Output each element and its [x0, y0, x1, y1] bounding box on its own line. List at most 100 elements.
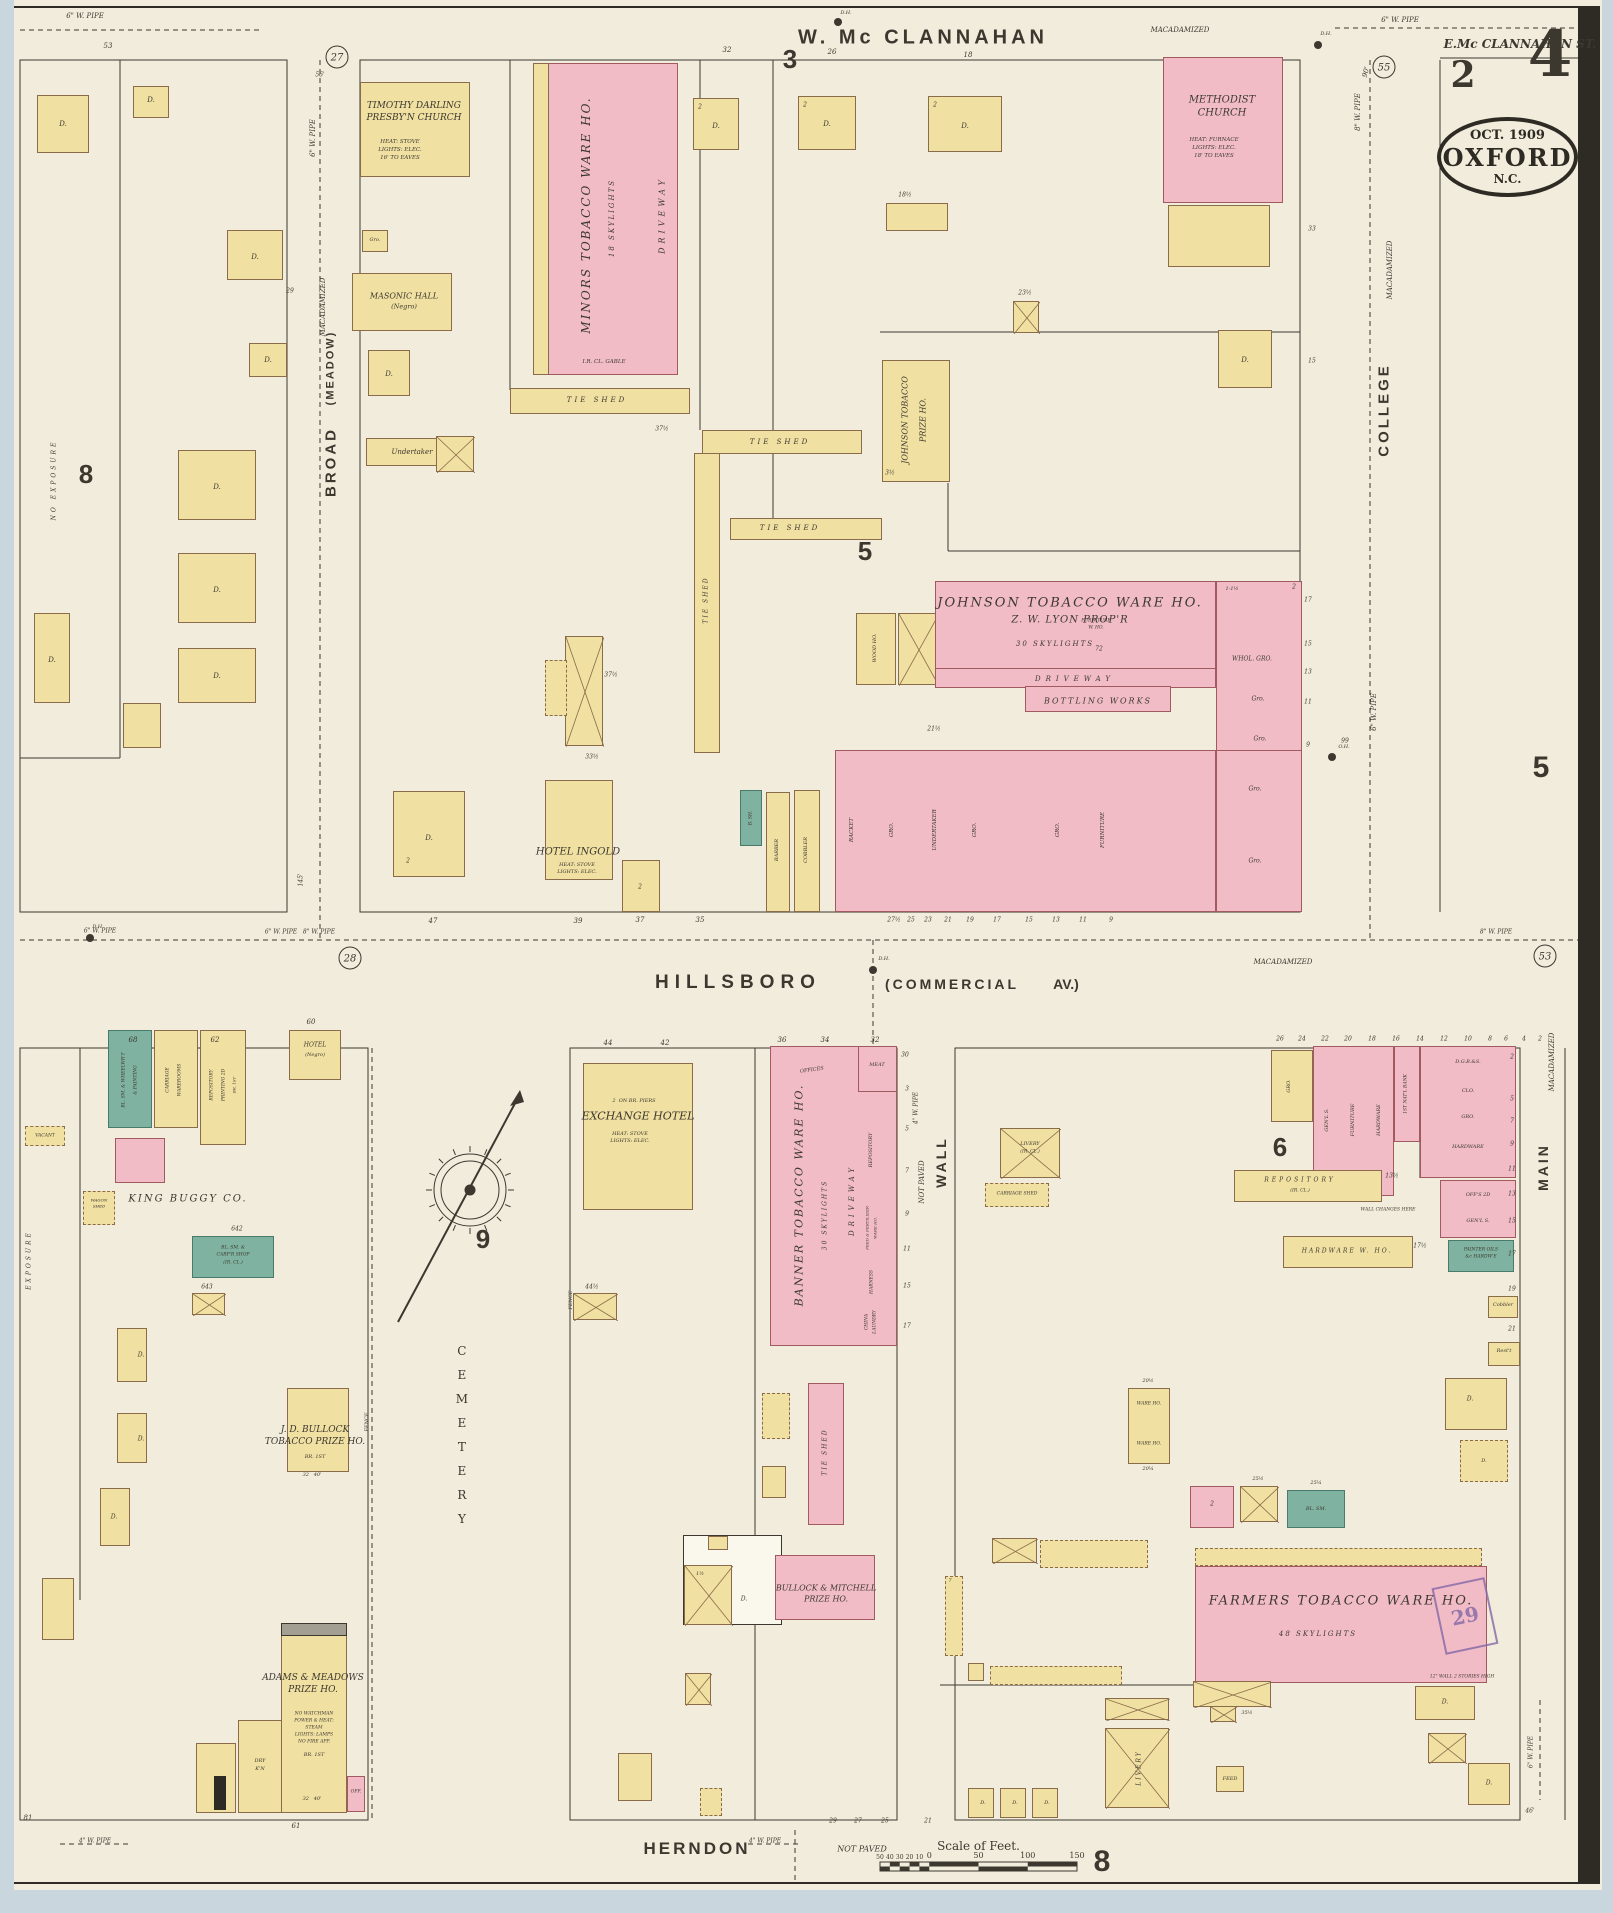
shed: [762, 1466, 786, 1498]
label-d: D.: [712, 121, 720, 130]
label-printing-2d: PRINTING 2D: [221, 1068, 227, 1102]
label-18-to-eaves: 18' TO EAVES: [1194, 152, 1234, 159]
label-1-1: 1-1½: [1225, 586, 1239, 593]
wood-house: [856, 613, 896, 685]
label-hardware-w-ho: HARDWARE W. HO.: [1301, 1247, 1393, 1255]
dwelling: [928, 96, 1002, 152]
label-15: 15: [1308, 357, 1316, 365]
label-av: AV.): [1053, 975, 1079, 992]
tie-shed: [730, 518, 882, 540]
label-30-skylights: 30 SKYLIGHTS: [1015, 639, 1095, 648]
compass-needle: [510, 1090, 524, 1106]
jd-bullock-prize-house: [287, 1388, 349, 1472]
label-macadamized: MACADAMIZED: [1150, 25, 1210, 34]
label-9: 9: [1109, 916, 1113, 924]
label-j-d-bullock: J. D. BULLOCK: [280, 1424, 350, 1435]
label-gro: GRO.: [1461, 1114, 1475, 1121]
label-d: D.: [823, 119, 831, 128]
label-lights-elec: LIGHTS: ELEC.: [610, 1138, 650, 1145]
label-d: D.: [137, 1435, 145, 1443]
sheet-number: 4: [1527, 17, 1573, 92]
label-king-buggy-co: KING BUGGY CO.: [128, 1193, 248, 1205]
blacksmith-shop: [1287, 1490, 1345, 1528]
shed: [708, 1536, 728, 1550]
label-20: 20: [1344, 1035, 1352, 1043]
barn: [565, 636, 604, 747]
shed: [1240, 1486, 1279, 1523]
label-meadow: (MEADOW): [324, 330, 337, 406]
label-lights-elec: LIGHTS: ELEC.: [557, 869, 597, 876]
dwelling: [368, 350, 410, 396]
svg-text:53: 53: [1539, 952, 1552, 963]
label-60: 60: [306, 1017, 316, 1026]
label-6-w-pipe: 6" W. PIPE: [308, 119, 317, 157]
tie-shed: [808, 1383, 844, 1525]
label-17: 17½: [1413, 1242, 1427, 1250]
tie-shed: [694, 453, 720, 753]
dwelling: [178, 450, 256, 520]
dwelling: [42, 1578, 74, 1640]
svg-text:27: 27: [330, 53, 344, 64]
label-driveway: DRIVEWAY: [847, 1163, 856, 1237]
label-15: 15: [1025, 916, 1033, 924]
grocery: [1271, 1050, 1313, 1122]
label-11: 11: [1304, 698, 1312, 706]
label-37: 37½: [604, 671, 618, 679]
label-99: 99: [1341, 737, 1349, 745]
svg-text:0: 0: [927, 1851, 932, 1860]
warehouse-platform: [533, 63, 549, 375]
scan-edge-bottom: [0, 1890, 1613, 1913]
label-47: 47: [428, 916, 438, 925]
label-not-paved: NOT PAVED: [837, 1844, 887, 1854]
label-johnson-tobacco: JOHNSON TOBACCO: [900, 376, 910, 464]
svg-text:28: 28: [343, 954, 357, 965]
label-hotel-ingold: HOTEL INGOLD: [535, 846, 621, 858]
label-19: 19: [966, 916, 974, 924]
fire-hydrant-dot: [86, 934, 94, 942]
label-feed-fertilizer: FEED & FERTILIZER: [864, 1206, 870, 1250]
label-hillsboro: HILLSBORO: [655, 972, 821, 994]
shed: [436, 436, 475, 473]
shed: [192, 1293, 226, 1316]
smokestack: [214, 1776, 226, 1810]
hardware-warehouse: [1283, 1236, 1413, 1268]
label-4-w-pipe: 4" W. PIPE: [748, 1837, 782, 1845]
volume-number: 2: [1450, 54, 1476, 96]
dwelling: [34, 613, 70, 703]
label-15: 15: [1508, 1217, 1516, 1225]
label-1: 1½: [695, 1571, 705, 1578]
label-gro: Gro.: [1251, 695, 1265, 703]
hotel-negro: [289, 1030, 341, 1080]
label-6-w-pipe: 6" W. PIPE: [1381, 15, 1419, 24]
adams-meadows-prize-house: [281, 1623, 347, 1813]
label-16-to-eaves: 16' TO EAVES: [380, 154, 420, 161]
dwelling: [227, 230, 283, 280]
scale-bar: [879, 1861, 1078, 1872]
label-33: 33: [1308, 225, 1316, 233]
meat-market: [858, 1046, 897, 1092]
label-7: 7: [1510, 1117, 1514, 1125]
label-17: 17: [903, 1322, 911, 1330]
barber-shop: [766, 792, 790, 912]
cobbler-shop: [794, 790, 820, 912]
label-33: 33½: [585, 753, 599, 761]
dwelling: [798, 96, 856, 150]
label-8: 8: [1488, 1035, 1492, 1043]
label-25: 25½: [1252, 1476, 1264, 1483]
label-college: COLLEGE: [1375, 363, 1393, 457]
label-furniture: FURNITURE: [1081, 618, 1111, 624]
shop: [1190, 1486, 1234, 1528]
label-72: 72: [1095, 645, 1103, 653]
label-prize-ho: PRIZE HO.: [288, 1684, 338, 1695]
label-d: D.: [251, 252, 259, 261]
shed: [898, 613, 939, 686]
label-wall-changes-here: WALL CHANGES HERE: [1360, 1207, 1416, 1213]
label-d: D.: [1241, 355, 1249, 364]
city-name: OXFORD: [1442, 143, 1573, 172]
shed: [685, 1673, 712, 1706]
label-5: 5: [1510, 1095, 1514, 1103]
exchange-hotel: [583, 1063, 693, 1210]
label-7: 7: [948, 1578, 952, 1585]
label-macadamized: MACADAMIZED: [1547, 1032, 1556, 1092]
